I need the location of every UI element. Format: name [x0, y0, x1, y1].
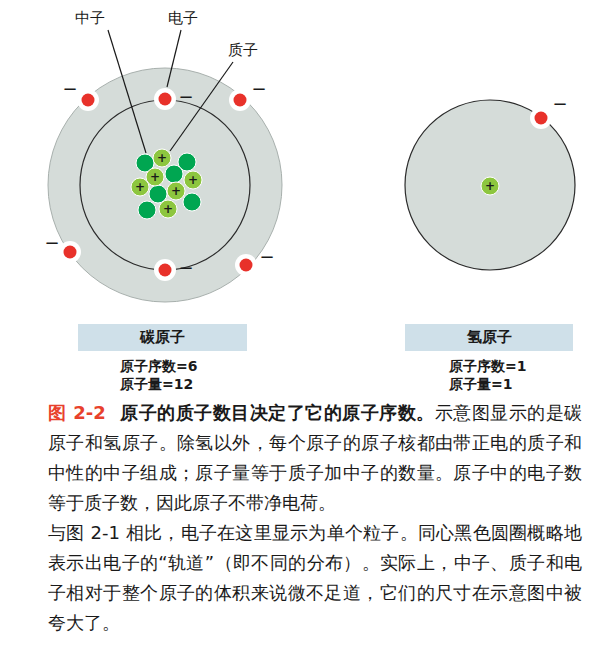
part-label: 电子	[166, 9, 200, 28]
charge-sign: +	[188, 174, 198, 186]
leader-lines	[108, 30, 233, 153]
caption-block: 图 2-2原子的质子数目决定了它的原子序数。示意图显示的是碳原子和氢原子。除氢以…	[48, 398, 582, 638]
atom-stat: 原子序数=6	[120, 357, 197, 375]
figure-number: 图 2-2	[48, 402, 106, 423]
charge-sign: −	[178, 88, 193, 106]
atom-name: 碳原子	[140, 328, 185, 347]
charge-sign: −	[178, 259, 193, 277]
part-label: 中子	[73, 9, 107, 28]
charge-sign: +	[485, 180, 495, 192]
inner-shell	[80, 100, 250, 270]
atom-stat: 原子序数=1	[449, 357, 526, 375]
outer-shell	[48, 68, 282, 302]
protons	[131, 149, 202, 218]
caption-lead: 原子的质子数目决定了它的原子序数。	[120, 402, 435, 423]
charge-sign: +	[163, 203, 173, 215]
atom-stat: 原子量=1	[449, 375, 512, 393]
hydrogen-shell	[405, 100, 575, 270]
charge-sign: −	[552, 95, 567, 113]
charge-sign: −	[259, 248, 274, 266]
charge-sign: −	[62, 80, 77, 98]
caption-note: 与图 2-1 相比，电子在这里显示为单个粒子。同心黑色圆圈概略地表示出电子的“轨…	[48, 518, 582, 638]
figure-caption: 图 2-2原子的质子数目决定了它的原子序数。示意图显示的是碳原子和氢原子。除氢以…	[48, 398, 582, 518]
charge-sign: +	[171, 185, 181, 197]
atom-name-band: 碳原子	[78, 324, 247, 351]
charge-sign: +	[150, 171, 160, 183]
charge-sign: −	[251, 80, 266, 98]
part-label: 质子	[226, 41, 260, 60]
electron-halo	[530, 107, 552, 129]
electrons	[59, 88, 257, 281]
atom-stat: 原子量=12	[120, 375, 193, 393]
charge-sign: +	[157, 152, 167, 164]
atom-name: 氢原子	[467, 328, 512, 347]
charge-sign: −	[44, 234, 59, 252]
charge-sign: +	[135, 181, 145, 193]
electron	[535, 112, 548, 125]
proton	[481, 177, 499, 195]
atom-name-band: 氢原子	[405, 324, 573, 351]
